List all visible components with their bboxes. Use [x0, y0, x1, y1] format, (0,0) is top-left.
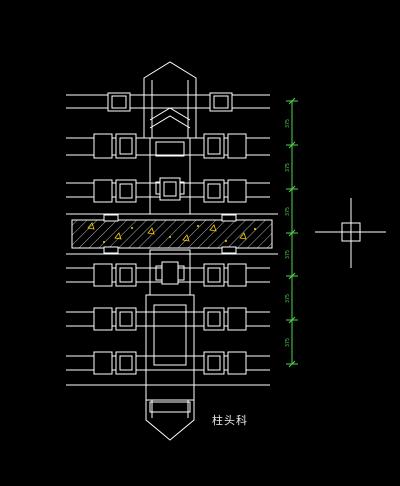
dim-label-3: 375 — [285, 207, 291, 216]
right-blocks — [203, 92, 247, 375]
dimension-labels: 375 375 375 375 375 375 — [285, 119, 291, 347]
dim-label-1: 375 — [285, 119, 291, 128]
dim-label-2: 375 — [285, 163, 291, 172]
drawing-caption: 柱头科 — [212, 414, 248, 427]
dim-label-4: 375 — [285, 250, 291, 259]
dimension-chain — [286, 97, 298, 368]
crosshair-symbol-icon — [315, 198, 386, 268]
hatched-beam — [66, 213, 278, 255]
dim-label-5: 375 — [285, 294, 291, 303]
left-blocks — [93, 92, 137, 375]
dim-label-6: 375 — [285, 338, 291, 347]
column-outline — [143, 61, 197, 441]
center-blocks — [159, 177, 181, 285]
